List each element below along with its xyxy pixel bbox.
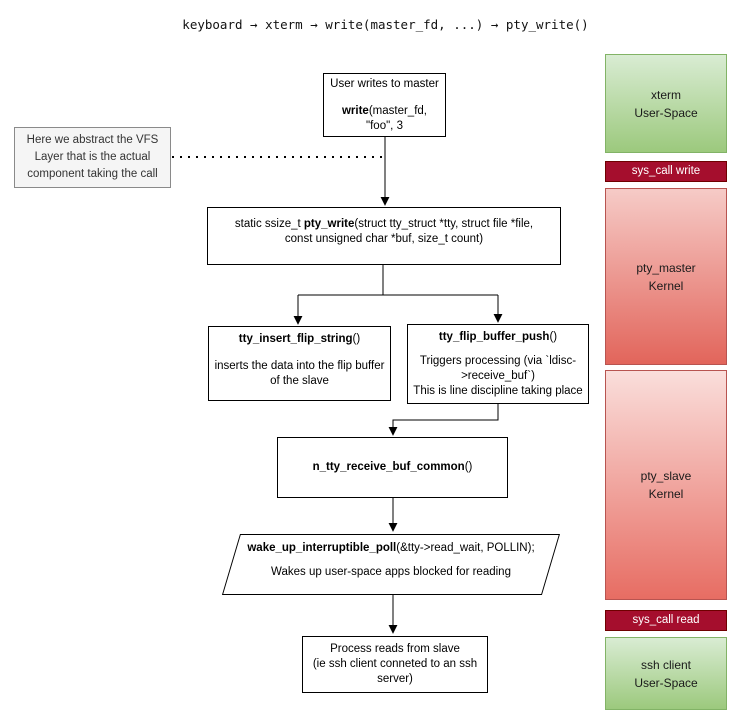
write-args1: (master_fd,: [368, 104, 427, 117]
spacer: [408, 345, 588, 354]
process-reads-line1: Process reads from slave: [330, 643, 460, 656]
vfs-note-text: Here we abstract the VFS Layer that is t…: [26, 134, 159, 180]
insert-fn-line: tty_insert_flip_string(): [209, 332, 390, 347]
wake-fn-args: (&tty->read_wait, POLLIN);: [396, 542, 535, 554]
lane-xterm-userspace: xterm User-Space: [605, 54, 727, 153]
lane-ssh-client-sublabel: User-Space: [634, 675, 698, 690]
write-args2: "foo", 3: [366, 119, 403, 132]
tty-flip-buffer-push-box: tty_flip_buffer_push() Triggers processi…: [407, 324, 589, 404]
insert-desc: inserts the data into the flip buffer of…: [214, 359, 385, 387]
ntty-fn-parens: (): [464, 461, 473, 474]
arrow-push-to-ntty: [388, 404, 499, 436]
process-reads-line2: (ie ssh client conneted to an ssh server…: [312, 658, 478, 685]
spacer: [226, 554, 556, 566]
lane-xterm-sublabel: User-Space: [634, 105, 698, 120]
lane-ssh-client-userspace: ssh client User-Space: [605, 637, 727, 710]
push-desc2: This is line discipline taking place: [413, 384, 583, 397]
write-fn-name: write: [341, 104, 369, 117]
lane-ssh-client-label: ssh client: [640, 657, 692, 672]
lane-pty-slave-kernel: pty_slave Kernel: [605, 370, 727, 600]
process-reads-box: Process reads from slave (ie ssh client …: [302, 636, 488, 693]
pty-write-fn-name: pty_write: [303, 218, 355, 230]
wake-fn-line: wake_up_interruptible_poll(&tty->read_wa…: [226, 542, 556, 554]
push-fn-line: tty_flip_buffer_push(): [408, 330, 588, 345]
tty-insert-flip-string-box: tty_insert_flip_string() inserts the dat…: [208, 326, 391, 401]
push-desc1: Triggers processing (via `ldisc->receive…: [419, 354, 577, 382]
lane-pty-master-sublabel: Kernel: [648, 278, 684, 293]
lane-syscall-write: sys_call write: [605, 161, 727, 182]
lane-syscall-read-label: sys_call read: [632, 613, 700, 626]
insert-fn-parens: (): [352, 333, 361, 345]
lane-syscall-write-label: sys_call write: [631, 164, 701, 177]
ntty-fn-line: n_tty_receive_buf_common(): [313, 460, 473, 475]
diagram-title: keyboard → xterm → write(master_fd, ...)…: [182, 17, 589, 32]
lane-pty-slave-sublabel: Kernel: [648, 487, 684, 501]
user-write-line1: User writes to master: [330, 78, 439, 90]
lane-xterm-label: xterm: [651, 87, 681, 102]
pty-write-suffix: (struct tty_struct *tty, struct file *fi…: [354, 218, 534, 230]
lane-pty-master-label: pty_master: [636, 260, 696, 275]
pty-write-signature-line1: static ssize_t pty_write(struct tty_stru…: [208, 217, 560, 232]
spacer: [324, 92, 445, 104]
pty-write-prefix: static ssize_t: [234, 218, 304, 230]
lane-pty-slave-label: pty_slave: [640, 469, 692, 483]
process-reads-text: Process reads from slave (ie ssh client …: [307, 642, 483, 687]
pty-write-signature-line2: const unsigned char *buf, size_t count): [284, 232, 484, 245]
spacer: [209, 347, 390, 359]
n-tty-receive-buf-common-box: n_tty_receive_buf_common(): [277, 437, 508, 498]
user-write-box: User writes to master write(master_fd, "…: [323, 73, 446, 137]
lane-pty-master-kernel: pty_master Kernel: [605, 188, 727, 365]
pty-write-box: static ssize_t pty_write(struct tty_stru…: [207, 207, 561, 265]
user-write-call: write(master_fd,: [324, 104, 445, 119]
push-fn-parens: (): [549, 331, 558, 343]
lane-syscall-read: sys_call read: [605, 610, 727, 631]
vfs-note-box: Here we abstract the VFS Layer that is t…: [14, 127, 171, 188]
ntty-fn-name: n_tty_receive_buf_common: [312, 461, 465, 474]
wake-desc: Wakes up user-space apps blocked for rea…: [271, 566, 511, 578]
push-fn-name: tty_flip_buffer_push: [438, 331, 550, 343]
wake-up-text: wake_up_interruptible_poll(&tty->read_wa…: [226, 534, 556, 595]
wake-fn-name: wake_up_interruptible_poll: [247, 542, 397, 554]
insert-fn-name: tty_insert_flip_string: [238, 333, 353, 345]
